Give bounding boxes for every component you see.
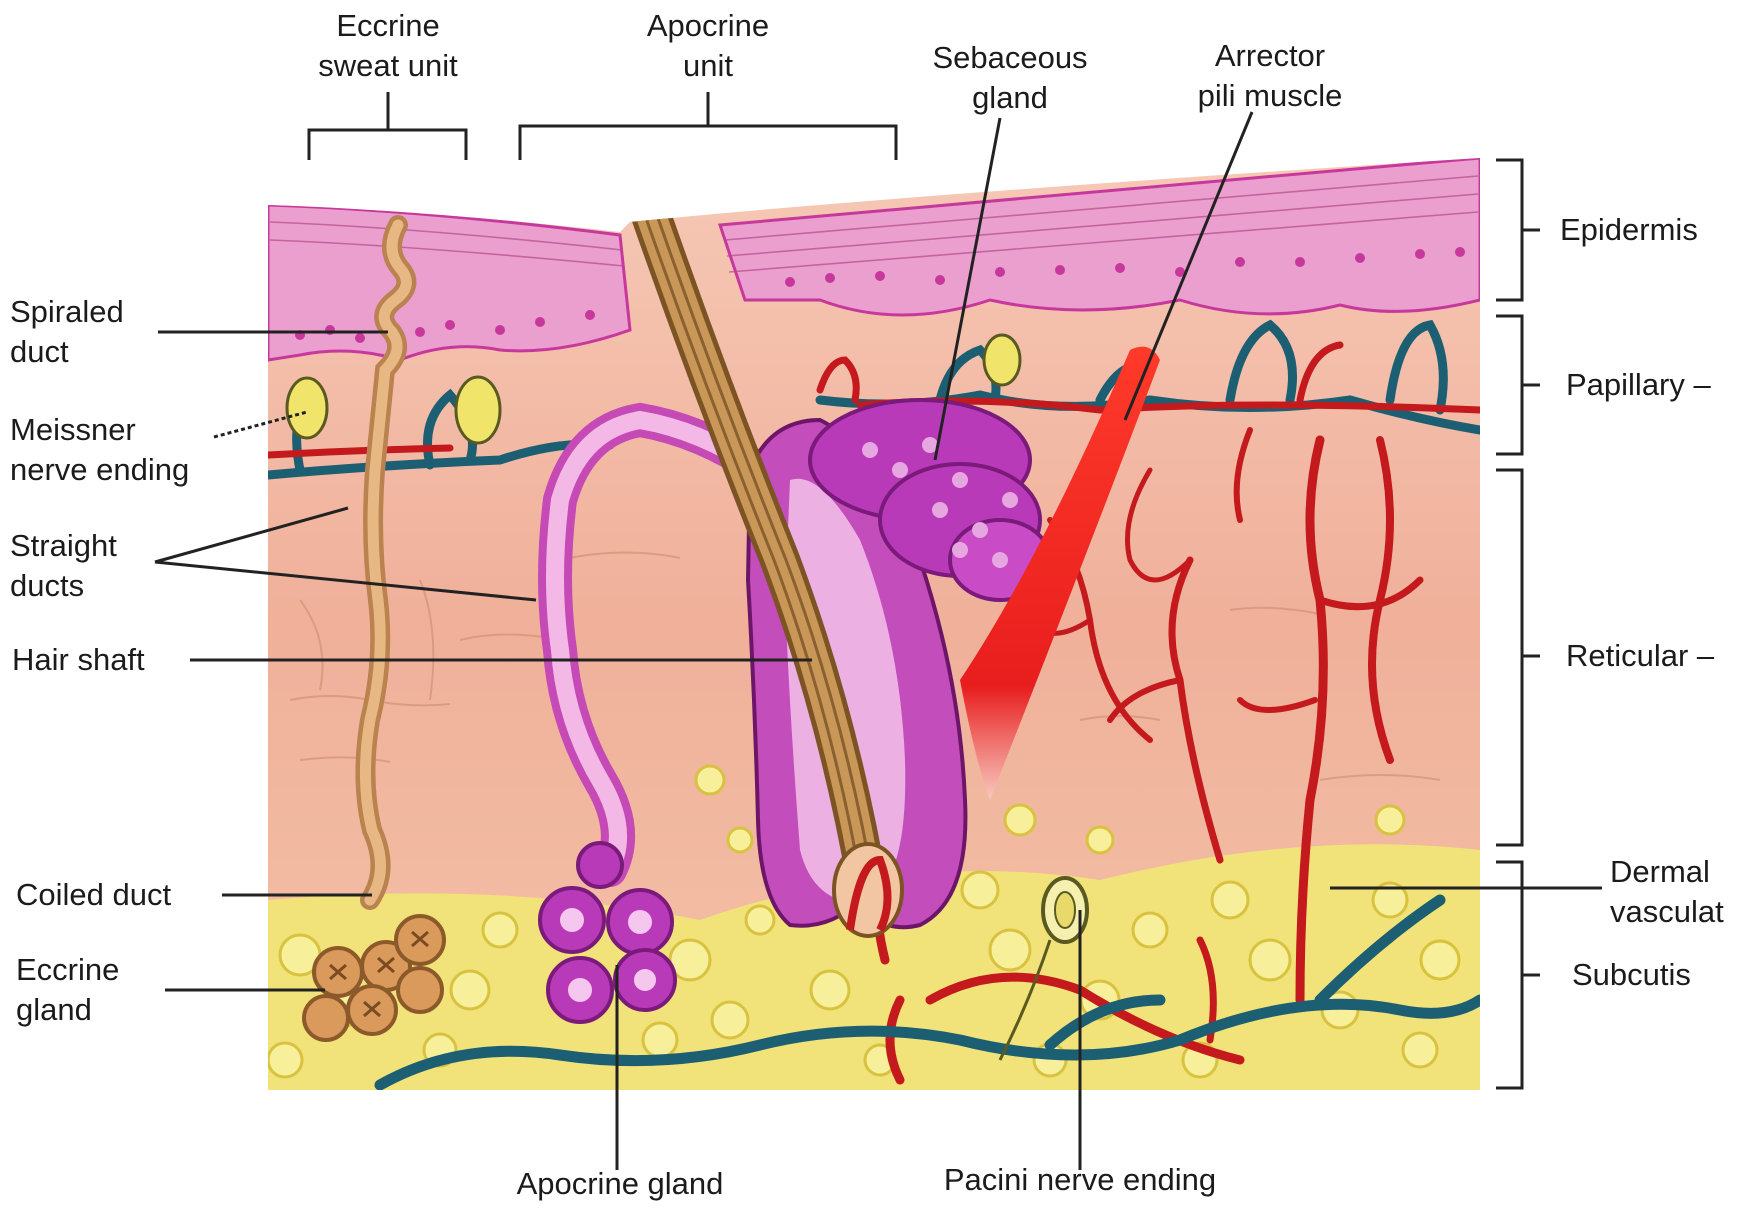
label-dermal-vasculature: Dermal vasculat <box>1610 852 1724 932</box>
label-arrector-pili-muscle-line2: pili muscle <box>1170 76 1370 116</box>
label-eccrine-sweat-unit: Eccrine sweat unit <box>296 6 480 86</box>
bracket-apocrine-unit <box>520 92 896 160</box>
label-coiled-duct: Coiled duct <box>16 875 171 915</box>
label-meissner-nerve-ending: Meissner nerve ending <box>10 410 189 490</box>
label-epidermis: Epidermis <box>1560 210 1698 250</box>
label-eccrine-gland-line2: gland <box>16 990 119 1030</box>
bracket-epidermis <box>1496 160 1540 300</box>
tissue-block <box>268 150 1480 1100</box>
hair-bulb <box>834 844 902 936</box>
label-apocrine-unit-line2: unit <box>620 46 796 86</box>
label-spiraled-duct: Spiraled duct <box>10 292 124 372</box>
label-eccrine-gland-line1: Eccrine <box>16 950 119 990</box>
label-straight-ducts: Straight ducts <box>10 526 117 606</box>
label-arrector-pili-muscle: Arrector pili muscle <box>1170 36 1370 116</box>
epidermis-left <box>268 205 630 360</box>
label-subcutis: Subcutis <box>1572 955 1691 995</box>
label-dermal-vasculature-line1: Dermal <box>1610 852 1724 892</box>
label-sebaceous-gland: Sebaceous gland <box>900 38 1120 118</box>
bracket-subcutis <box>1496 862 1540 1088</box>
epidermis-right <box>720 158 1480 315</box>
bracket-eccrine-sweat-unit <box>309 92 466 160</box>
label-reticular: Reticular – <box>1566 636 1714 676</box>
label-eccrine-sweat-unit-line1: Eccrine <box>296 6 480 46</box>
label-hair-shaft: Hair shaft <box>12 640 145 680</box>
label-eccrine-gland: Eccrine gland <box>16 950 119 1030</box>
label-meissner-line1: Meissner <box>10 410 189 450</box>
bracket-papillary <box>1496 316 1540 454</box>
label-eccrine-sweat-unit-line2: sweat unit <box>296 46 480 86</box>
label-sebaceous-gland-line1: Sebaceous <box>900 38 1120 78</box>
label-sebaceous-gland-line2: gland <box>900 78 1120 118</box>
label-straight-ducts-line1: Straight <box>10 526 117 566</box>
label-straight-ducts-line2: ducts <box>10 566 117 606</box>
label-meissner-line2: nerve ending <box>10 450 189 490</box>
label-apocrine-unit: Apocrine unit <box>620 6 796 86</box>
label-spiraled-duct-line1: Spiraled <box>10 292 124 332</box>
label-pacini-nerve-ending: Pacini nerve ending <box>900 1160 1260 1200</box>
label-dermal-vasculature-line2: vasculat <box>1610 892 1724 932</box>
label-apocrine-unit-line1: Apocrine <box>620 6 796 46</box>
label-papillary: Papillary – <box>1566 365 1711 405</box>
label-apocrine-gland: Apocrine gland <box>480 1164 760 1204</box>
bracket-reticular <box>1496 470 1540 845</box>
label-arrector-pili-muscle-line1: Arrector <box>1170 36 1370 76</box>
label-spiraled-duct-line2: duct <box>10 332 124 372</box>
